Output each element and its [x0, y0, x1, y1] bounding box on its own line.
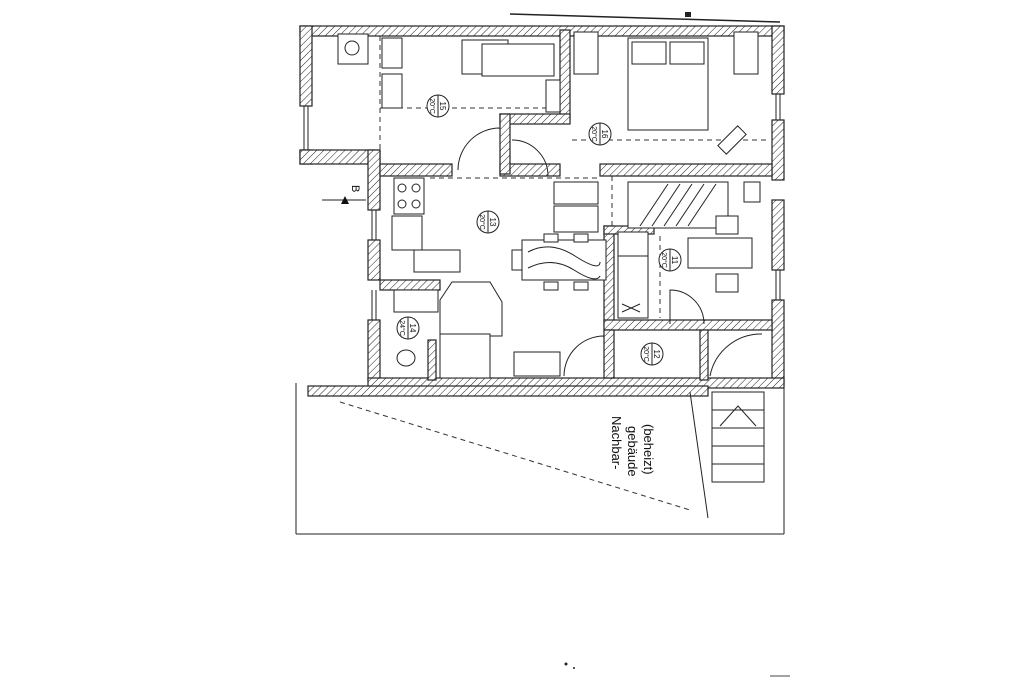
room-number: 15: [438, 102, 447, 111]
top-edge-marks: [509, 12, 781, 23]
room-number: 16: [600, 130, 609, 139]
room-temperature: 20°C: [590, 126, 598, 142]
neighbor-label-line1: Nachbar-: [609, 416, 624, 469]
furniture: [337, 31, 761, 379]
room-temperature: 24°C: [398, 320, 406, 336]
room-temperature: 20°C: [660, 252, 668, 268]
interior-walls: [379, 29, 773, 381]
room-labels: 15 20°C 16 20°C 13 20°C 11 20°C 14 24°C: [396, 94, 682, 366]
room-number: 12: [652, 350, 661, 359]
room-label-16: 16 20°C: [588, 122, 612, 146]
room-number: 11: [670, 256, 679, 265]
bottom-marks: [564, 662, 790, 677]
room-temperature: 20°C: [478, 214, 486, 230]
staircase: [711, 391, 765, 483]
room-number: 14: [408, 324, 417, 333]
section-marker-label: B: [349, 185, 361, 192]
section-marker: B: [322, 185, 366, 204]
neighbor-building-label: Nachbar- gebäude (beheizt): [609, 416, 656, 477]
room-label-12: 12 20°C: [640, 342, 664, 366]
exterior-walls: [299, 25, 785, 397]
neighbor-label-line2: gebäude: [625, 426, 640, 477]
room-temperature: 20°C: [428, 98, 436, 114]
room-number: 13: [488, 218, 497, 227]
room-temperature: 20°C: [642, 346, 650, 362]
room-label-13: 13 20°C: [476, 210, 500, 234]
windows: [303, 94, 781, 320]
room-label-14: 14 24°C: [396, 316, 420, 340]
neighbor-building-outline: [295, 383, 785, 535]
room-label-15: 15 20°C: [426, 94, 450, 118]
neighbor-label-line3: (beheizt): [641, 424, 656, 475]
room-label-11: 11 20°C: [658, 248, 682, 272]
